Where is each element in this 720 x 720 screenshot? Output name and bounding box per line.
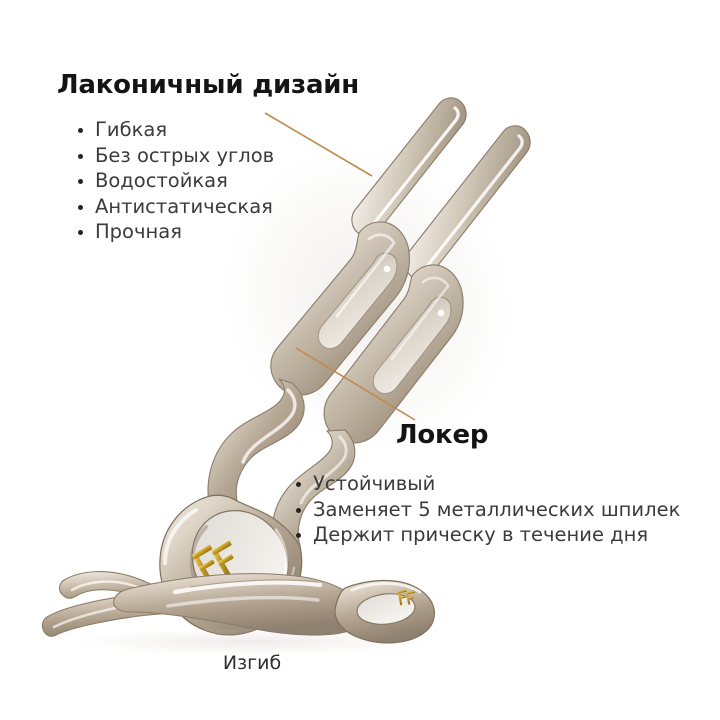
bottom-pin-caption: Изгиб [222,652,282,674]
pin-tine-back [404,125,531,280]
leader-line-design [264,112,373,177]
leader-line-locker [295,347,416,421]
pin-blade-front [270,221,410,396]
pin-blade-back [323,264,464,444]
list-item: Без острых углов [76,143,274,169]
design-section-heading: Лаконичный дизайн [57,70,360,100]
brand-monogram-small [397,589,415,606]
list-item: Устойчивый [294,471,680,497]
bottom-hair-pin [41,571,440,656]
locker-feature-list: Устойчивый Заменяет 5 металлических шпил… [294,471,680,548]
list-item: Гибкая [76,117,274,143]
design-feature-list: Гибкая Без острых углов Водостойкая Анти… [76,117,274,245]
locker-section-heading: Локер [396,420,489,450]
pin-loop-head [159,494,303,636]
list-item: Водостойкая [76,168,274,194]
list-item: Антистатическая [76,194,274,220]
pin-shank-front [207,378,305,509]
list-item: Заменяет 5 металлических шпилек [294,497,680,523]
list-item: Держит прическу в течение дня [294,522,680,548]
list-item: Прочная [76,219,274,245]
pin-tine-front [351,97,467,237]
brand-monogram [192,540,234,585]
